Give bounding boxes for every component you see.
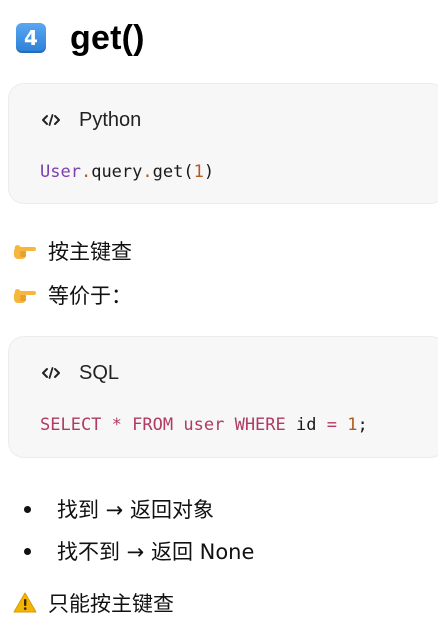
section-heading: 4 get() — [16, 18, 145, 58]
code-language-label: SQL — [79, 361, 120, 384]
code-line: SELECT * FROM user WHERE id = 1; — [40, 415, 368, 435]
bullet-dot — [24, 547, 31, 555]
code-line: User.query.get(1) — [40, 162, 214, 182]
code-token — [224, 415, 234, 435]
note-line: 按主键查 — [12, 236, 132, 266]
note-text: 等价于： — [48, 284, 132, 308]
code-token: User — [40, 162, 81, 182]
code-token — [173, 415, 183, 435]
note-line: 等价于： — [12, 280, 132, 310]
code-token: id — [285, 415, 327, 435]
list-item-text: 找不到 → 返回 None — [57, 540, 255, 564]
code-token: 1 — [347, 415, 358, 435]
code-icon — [41, 365, 61, 381]
list-item: 找到 → 返回对象 — [24, 488, 254, 530]
number-badge: 4 — [16, 23, 46, 53]
code-token: . — [142, 162, 153, 182]
code-token: user — [183, 415, 225, 435]
pointing-hand-icon — [12, 283, 38, 307]
code-token: = — [326, 415, 337, 435]
pointing-hand-icon — [12, 239, 38, 263]
code-token: * — [111, 415, 122, 435]
code-token — [122, 415, 132, 435]
code-token: get( — [152, 162, 194, 182]
page-title: get() — [70, 18, 145, 57]
code-token: . — [80, 162, 92, 182]
warning-icon — [12, 591, 38, 615]
result-list: 找到 → 返回对象 找不到 → 返回 None — [24, 488, 254, 572]
note-text: 按主键查 — [48, 240, 132, 264]
list-item: 找不到 → 返回 None — [24, 530, 254, 572]
list-item-text: 找到 → 返回对象 — [57, 498, 214, 522]
code-icon — [41, 112, 61, 128]
warning-line: 只能按主键查 — [12, 588, 174, 618]
code-token: 1 — [193, 162, 204, 182]
bullet-dot — [24, 505, 31, 513]
sql-code-block: SQL SELECT * FROM user WHERE id = 1; — [8, 336, 438, 458]
code-token: query — [91, 162, 143, 182]
code-token: WHERE — [234, 415, 286, 435]
python-code-block: Python User.query.get(1) — [8, 83, 438, 204]
warning-text: 只能按主键查 — [48, 592, 174, 616]
code-token: SELECT — [40, 415, 102, 435]
code-token — [337, 415, 347, 435]
code-token: ) — [203, 162, 215, 182]
code-block-header: Python — [41, 108, 141, 132]
code-block-header: SQL — [41, 361, 119, 385]
code-language-label: Python — [79, 108, 142, 131]
code-token: ; — [357, 415, 368, 435]
code-token: FROM — [132, 415, 174, 435]
code-token — [101, 415, 111, 435]
